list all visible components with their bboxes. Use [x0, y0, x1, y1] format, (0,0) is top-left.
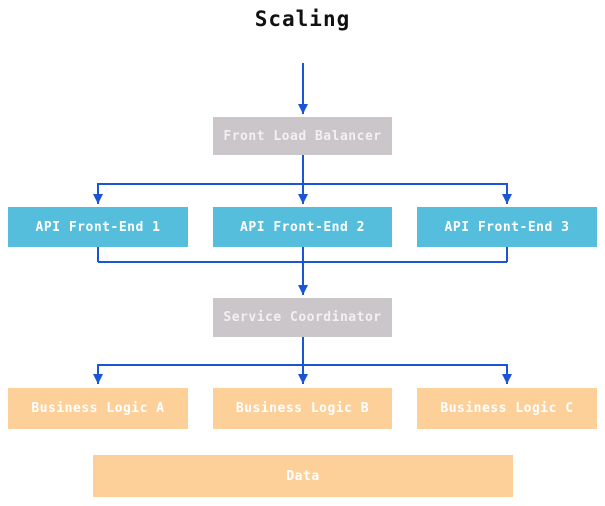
edge-loadbalancer-to-api3 — [303, 183, 512, 204]
node-front-load-balancer: Front Load Balancer — [213, 117, 392, 155]
edge-coordinator-to-logic-a — [93, 364, 303, 384]
diagram-title: Scaling — [254, 7, 351, 31]
node-business-logic-b: Business Logic B — [213, 388, 392, 429]
edge-loadbalancer-to-api1 — [93, 183, 303, 204]
node-business-logic-a: Business Logic A — [8, 388, 188, 429]
node-api-front-end-2: API Front-End 2 — [213, 207, 392, 247]
node-service-coordinator: Service Coordinator — [213, 298, 392, 337]
node-api-front-end-1: API Front-End 1 — [8, 207, 188, 247]
node-api-front-end-3: API Front-End 3 — [417, 207, 597, 247]
edge-coordinator-to-logic-c — [303, 364, 512, 384]
node-business-logic-c: Business Logic C — [417, 388, 597, 429]
node-data: Data — [93, 455, 513, 497]
